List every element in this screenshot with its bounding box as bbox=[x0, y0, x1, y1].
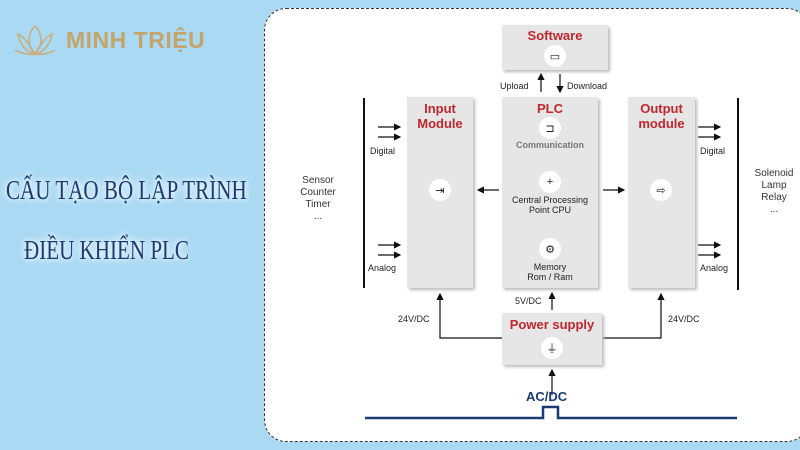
output-devices-list: Solenoid Lamp Relay ... bbox=[744, 168, 800, 216]
page-title-line2: ĐIỀU KHIỂN PLC bbox=[24, 235, 189, 265]
output-device: Relay bbox=[761, 192, 787, 203]
input-device: Timer bbox=[305, 199, 331, 210]
plc-box: PLC ⊐ Communication + Central Processing… bbox=[502, 97, 598, 288]
upload-label: Upload bbox=[500, 81, 529, 91]
input-device: Counter bbox=[300, 187, 336, 198]
memory-label-1: Memory bbox=[533, 262, 567, 272]
input-module-box: Input Module ⇥ bbox=[407, 97, 473, 288]
power-supply-label: Power supply bbox=[509, 317, 595, 332]
lotus-icon bbox=[14, 24, 56, 56]
24v-left-label: 24V/DC bbox=[398, 314, 430, 324]
input-device: ... bbox=[313, 211, 323, 222]
software-box: Software ▭ bbox=[502, 25, 608, 70]
input-digital-label: Digital bbox=[370, 146, 396, 156]
output-device: ... bbox=[769, 204, 779, 215]
communication-icon: ⊐ bbox=[539, 117, 561, 139]
output-analog-label: Analog bbox=[700, 263, 729, 273]
plc-label: PLC bbox=[537, 101, 563, 116]
input-devices-list: Sensor Counter Timer ... bbox=[290, 175, 346, 223]
download-label: Download bbox=[567, 81, 608, 91]
power-supply-box: Power supply ⏚ bbox=[502, 313, 602, 365]
cpu-label-1: Central Processing bbox=[511, 195, 589, 205]
input-analog-label: Analog bbox=[368, 263, 397, 273]
output-device: Solenoid bbox=[754, 168, 794, 179]
communication-label: Communication bbox=[515, 140, 584, 150]
cpu-label-2: Point CPU bbox=[528, 205, 572, 215]
memory-label-2: Rom / Ram bbox=[527, 272, 573, 282]
output-device: Lamp bbox=[761, 180, 787, 191]
brand-name: MINH TRIỆU bbox=[66, 26, 206, 53]
acdc-label: AC/DC bbox=[526, 389, 568, 404]
sign-in-icon: ⇥ bbox=[429, 179, 451, 201]
5v-label: 5V/DC bbox=[515, 296, 542, 306]
software-label: Software bbox=[527, 28, 583, 43]
page-title-line1: CẤU TẠO BỘ LẬP TRÌNH bbox=[6, 175, 247, 205]
24v-right-label: 24V/DC bbox=[668, 314, 700, 324]
sign-out-icon: ⇨ bbox=[650, 179, 672, 201]
output-module-label-2: module bbox=[638, 116, 685, 131]
memory-chip-icon: ⚙ bbox=[539, 238, 561, 260]
input-device: Sensor bbox=[302, 175, 334, 186]
input-module-label-2: Module bbox=[417, 116, 463, 131]
output-module-box: Output module ⇨ bbox=[628, 97, 695, 288]
plug-icon: ⏚ bbox=[541, 337, 563, 359]
brand-logo: MINH TRIỆU bbox=[12, 22, 205, 58]
window-icon: ▭ bbox=[544, 45, 566, 67]
output-module-label-1: Output bbox=[640, 101, 683, 116]
input-module-label-1: Input bbox=[424, 101, 456, 116]
output-digital-label: Digital bbox=[700, 146, 726, 156]
cpu-crosshair-icon: + bbox=[539, 171, 561, 193]
